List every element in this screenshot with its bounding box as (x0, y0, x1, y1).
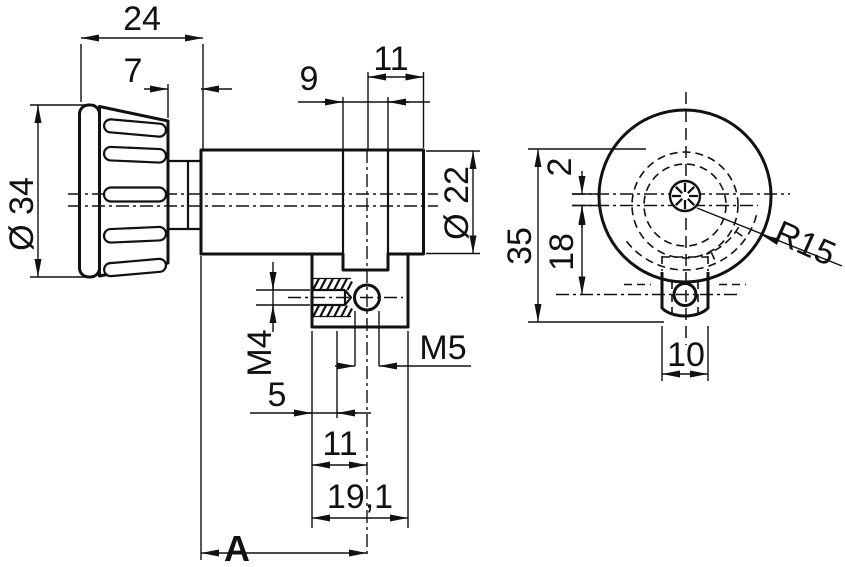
dim-label-24: 24 (123, 0, 161, 38)
dim-label-9: 9 (300, 60, 319, 98)
knob-groove (102, 118, 168, 138)
body-cylinder (199, 148, 425, 272)
dimension-18: 18 (543, 207, 586, 295)
flute-connectors (710, 230, 747, 264)
knob (78, 103, 170, 279)
center-hub (668, 179, 702, 213)
hub-knurl-star (672, 183, 698, 209)
clamp-tab (624, 256, 746, 318)
dimension-7: 7 (124, 52, 232, 118)
dimension-a: A (200, 256, 367, 567)
dim-label-10: 10 (667, 336, 705, 374)
bore-hidden-circle (643, 163, 727, 247)
dimension-m5: M5 (335, 311, 471, 370)
body-collar-groove (341, 150, 390, 254)
dim-label-5: 5 (268, 376, 287, 414)
knob-cone (98, 105, 170, 278)
knob-groove (102, 145, 168, 164)
dimension-m4: M4 (241, 262, 310, 377)
dimension-5: 5 (250, 331, 371, 418)
dim-label-11-lower: 11 (322, 425, 357, 463)
body-hidden-circle (631, 151, 739, 259)
dim-label-35: 35 (501, 227, 539, 265)
front-view (556, 92, 790, 345)
dim-label-18: 18 (543, 233, 581, 271)
dimension-9: 9 (298, 60, 430, 149)
dimension-24: 24 (80, 0, 204, 150)
knob-groove (102, 186, 168, 203)
tab-hidden-lines (624, 256, 746, 316)
m4-threaded-hole (312, 277, 353, 318)
dim-label-m4: M4 (241, 329, 279, 376)
dim-label-2: 2 (541, 158, 579, 177)
dimension-11-lower: 11 (312, 425, 367, 469)
dimension-11-upper: 11 (367, 40, 425, 150)
dimension-19-1: 19,1 (311, 331, 409, 528)
flute-inner-arc (705, 226, 740, 256)
dimension-body-diameter: Ø 22 (426, 150, 480, 255)
r15-arrowhead (761, 235, 780, 245)
flute-radius-arc (623, 214, 758, 271)
dim-label-m5: M5 (419, 329, 466, 367)
dim-label-dia22: Ø 22 (438, 166, 476, 240)
dimension-35: 35 (501, 148, 664, 323)
dim-label-a: A (224, 528, 250, 567)
dimension-10: 10 (661, 326, 709, 381)
dim-label-11-upper: 11 (373, 40, 408, 78)
knob-groove (102, 225, 168, 244)
dim-label-r15: R15 (769, 214, 841, 274)
tab-outline (660, 272, 710, 318)
dim-label-7: 7 (124, 52, 143, 90)
side-view (68, 103, 438, 558)
tab-hole (672, 282, 698, 307)
dim-label-dia34: Ø 34 (3, 177, 41, 251)
dim-label-19-1: 19,1 (327, 478, 393, 516)
neck (168, 159, 201, 231)
knob-groove (103, 257, 168, 278)
knob-end-cap (78, 103, 101, 279)
dimension-2: 2 (541, 158, 599, 228)
dimension-knob-diameter: Ø 34 (3, 104, 95, 278)
